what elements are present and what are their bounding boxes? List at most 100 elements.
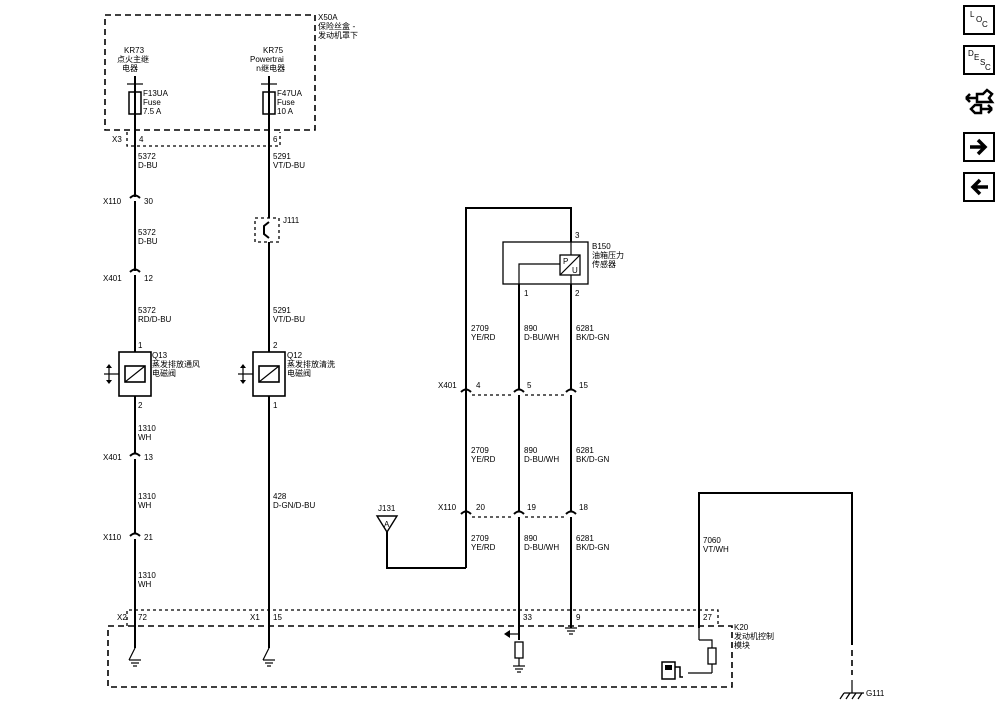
g111-label: G111 <box>866 689 885 698</box>
left-wire-c-num: 1310 <box>138 571 156 580</box>
desc-button[interactable]: D E S C <box>963 45 995 75</box>
mid-wire-low-num: 428 <box>273 492 287 501</box>
w3c-color: BK/D-GN <box>576 543 610 552</box>
ecm-pin-33: 33 <box>523 613 532 622</box>
left-wire-c-color: WH <box>138 580 152 589</box>
sensor-x401-pin-5: 5 <box>527 381 532 390</box>
x3-pin-4: 4 <box>139 135 144 144</box>
w3-color: BK/D-GN <box>576 333 610 342</box>
desc-letter-4: C <box>985 63 991 72</box>
left-wire-top-color: D-BU <box>138 161 158 170</box>
q12-pin-out: 1 <box>273 401 278 410</box>
x3-pin-6: 6 <box>273 135 278 144</box>
w1-num: 2709 <box>471 324 489 333</box>
relay2-id: KR75 <box>263 46 284 55</box>
j131-label: J131 <box>378 504 396 513</box>
loc-icon: L O C <box>970 10 988 29</box>
desc-letter-1: D <box>968 49 974 58</box>
relay2-name-2: n继电器 <box>256 63 285 73</box>
w1c-num: 2709 <box>471 534 489 543</box>
mid-ecm-pin: 15 <box>273 613 282 622</box>
left-wire-a-color: WH <box>138 433 152 442</box>
q12-id: Q12 <box>287 351 303 360</box>
fuse-box: X50A 保险丝盒 - 发动机罩下 KR73 点火主继 电器 KR75 Powe… <box>104 13 358 147</box>
mid-wire-top-num: 5291 <box>273 152 291 161</box>
fuse1-rating: 7.5 A <box>143 107 162 116</box>
fuse-box-name-2: 发动机罩下 <box>318 30 358 40</box>
sensor-x110-conn: X110 <box>438 503 457 512</box>
sensor-b150: P U <box>465 207 589 568</box>
left-wire-mid-color: D-BU <box>138 237 158 246</box>
sensor-p-glyph: P <box>563 257 568 266</box>
j111-splice <box>254 217 280 243</box>
w2-num: 890 <box>524 324 538 333</box>
j131-splice: A <box>375 515 399 534</box>
right-wire-color: VT/WH <box>703 545 729 554</box>
sensor-x110-pin-20: 20 <box>476 503 485 512</box>
previous-button[interactable] <box>963 172 995 202</box>
ecm-connector-outline <box>126 609 719 626</box>
connector-swap-icon <box>965 88 995 115</box>
ecm-name-2: 模块 <box>734 640 750 650</box>
right-wire-num: 7060 <box>703 536 721 545</box>
q13-id: Q13 <box>152 351 168 360</box>
q12-name-1: 蒸发排放清洗 <box>287 359 335 369</box>
loc-button[interactable]: L O C <box>963 5 995 35</box>
relay1-name-2: 电器 <box>122 63 138 73</box>
left-ecm-conn: X2 <box>117 613 127 622</box>
fuse-f47ua <box>261 76 277 138</box>
ecm-id: K20 <box>734 623 749 632</box>
left-circuit <box>129 138 141 648</box>
fuse1-type: Fuse <box>143 98 161 107</box>
desc-icon: D E S C <box>968 49 991 72</box>
left-x401-pin: 12 <box>144 274 153 283</box>
w3b-color: BK/D-GN <box>576 455 610 464</box>
sensor-u-glyph: U <box>572 266 578 275</box>
w3c-num: 6281 <box>576 534 594 543</box>
w1b-num: 2709 <box>471 446 489 455</box>
mid-wire-low-color: D-GN/D-BU <box>273 501 315 510</box>
w3-num: 6281 <box>576 324 594 333</box>
fuse-box-outline <box>104 14 316 131</box>
sensor-x401-pin-4: 4 <box>476 381 481 390</box>
fuse2-id: F47UA <box>277 89 303 98</box>
ecm-sensor-ground <box>565 627 577 635</box>
arrow-right-icon <box>970 138 988 156</box>
next-button[interactable] <box>963 132 995 162</box>
w2-color: D-BU/WH <box>524 333 559 342</box>
fuse-f13ua <box>127 76 143 138</box>
q13-pin-out: 2 <box>138 401 143 410</box>
left-x401b-pin: 13 <box>144 453 153 462</box>
left-wire-top-num: 5372 <box>138 152 156 161</box>
w2b-num: 890 <box>524 446 538 455</box>
relay2-name-1: Powertrai <box>250 55 284 64</box>
solenoid-q13: 1 2 <box>104 341 152 410</box>
fuse1-id: F13UA <box>143 89 169 98</box>
left-wire-a-num: 1310 <box>138 424 156 433</box>
connector-swap-button[interactable] <box>963 88 995 118</box>
left-ecm-pin: 72 <box>138 613 147 622</box>
right-circuit <box>698 492 864 700</box>
solenoid-q12: 2 1 <box>238 341 286 410</box>
fuse-box-id: X50A <box>318 13 338 22</box>
w3b-num: 6281 <box>576 446 594 455</box>
w1-color: YE/RD <box>471 333 496 342</box>
left-x110-conn: X110 <box>103 197 122 206</box>
ecm-name-1: 发动机控制 <box>734 631 774 641</box>
ecm-fuel-output <box>688 628 717 674</box>
b150-name-1: 油箱压力 <box>592 250 624 260</box>
sensor-x401-conn: X401 <box>438 381 457 390</box>
b150-pin-1: 1 <box>524 289 529 298</box>
sensor-x110-pin-18: 18 <box>579 503 588 512</box>
b150-pin-2: 2 <box>575 289 580 298</box>
left-wire-prevalve-color: RD/D-BU <box>138 315 172 324</box>
mid-wire-top-color: VT/D-BU <box>273 161 305 170</box>
w2c-color: D-BU/WH <box>524 543 559 552</box>
ecm-sensor-supply <box>504 630 525 673</box>
desc-letter-2: E <box>974 53 979 62</box>
sensor-wires <box>386 284 577 640</box>
loc-letter-3: C <box>982 20 988 29</box>
sensor-x110-pin-19: 19 <box>527 503 536 512</box>
b150-pin-3: 3 <box>575 231 580 240</box>
